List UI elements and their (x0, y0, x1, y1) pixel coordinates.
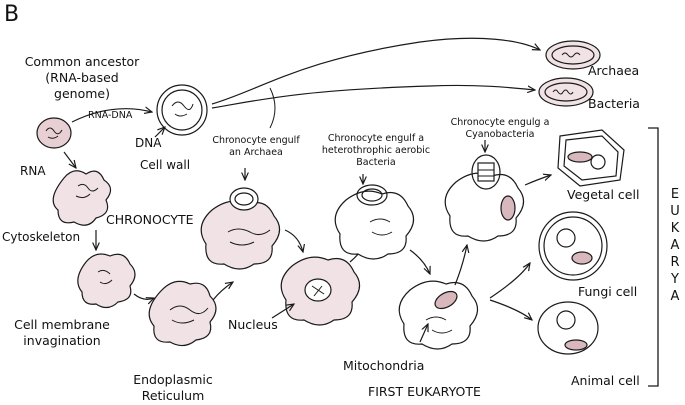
label-engulf-archaea-1: Chronocyte engulf (212, 135, 300, 146)
label-bacteria: Bacteria (588, 96, 640, 111)
first-eukaryote-cell (398, 280, 479, 350)
label-archaea: Archaea (588, 63, 640, 78)
label-engulf-cyano-1: Chronocyte engulg a (450, 117, 550, 128)
label-engulf-bacteria-1: Chronocyte engulf a (327, 133, 425, 144)
label-mitochondria: Mitochondria (343, 358, 425, 373)
label-engulf-archaea-2: an Archaea (229, 147, 283, 158)
eukarya-letter: A (670, 289, 680, 304)
label-chronocyte: CHRONOCYTE (106, 212, 194, 227)
label-rna-dna: RNA-DNA (88, 110, 133, 121)
dna-cell (156, 84, 208, 136)
label-reticulum: Reticulum (141, 388, 205, 403)
label-cell-membrane: Cell membrane (14, 317, 110, 332)
label-engulf-bacteria-3: Bacteria (356, 157, 396, 168)
archaea-cell (545, 40, 601, 70)
animal-cell (537, 301, 599, 355)
fungi-cell (538, 211, 608, 281)
eukarya-letter: Y (671, 272, 679, 287)
rna-cell (36, 117, 72, 149)
label-rna: RNA (20, 164, 46, 178)
eukarya-letter: K (670, 221, 680, 236)
eukarya-letter: A (670, 238, 680, 253)
endoplasmic-reticulum-cell (148, 280, 217, 347)
label-common-ancestor: Common ancestor (24, 54, 140, 69)
label-dna: DNA (135, 136, 162, 150)
label-invagination: invagination (23, 333, 101, 348)
label-rna-based: (RNA-based (45, 70, 119, 85)
label-eukarya: E U K A R Y A (668, 186, 682, 305)
eukarya-letter: R (670, 255, 680, 270)
label-vegetal-cell: Vegetal cell (567, 187, 640, 202)
nucleus-cell (280, 256, 361, 326)
label-genome: genome) (54, 86, 110, 101)
label-engulf-cyano-2: Cyanobacteria (465, 129, 535, 140)
engulf-cyano-cell (444, 154, 525, 242)
engulf-bacteria-cell (334, 184, 415, 260)
label-cytoskeleton: Cytoskeleton (2, 230, 81, 244)
panel-label: B (4, 2, 20, 27)
label-endoplasmic: Endoplasmic (133, 372, 213, 387)
invagination-cell (77, 253, 136, 309)
eukarya-letter: U (670, 204, 680, 219)
engulf-archaea-cell (200, 187, 281, 270)
bacteria-cell (538, 77, 594, 107)
label-engulf-bacteria-2: heterothrophic aerobic (321, 145, 431, 156)
label-fungi-cell: Fungi cell (578, 284, 638, 299)
label-animal-cell: Animal cell (571, 373, 640, 388)
label-first-eukaryote: FIRST EUKARYOTE (368, 384, 481, 399)
chronocyte-cell (52, 170, 112, 226)
vegetal-cell (557, 129, 625, 187)
label-cell-wall: Cell wall (140, 158, 191, 172)
eukarya-letter: E (670, 187, 680, 202)
label-nucleus: Nucleus (228, 317, 278, 332)
